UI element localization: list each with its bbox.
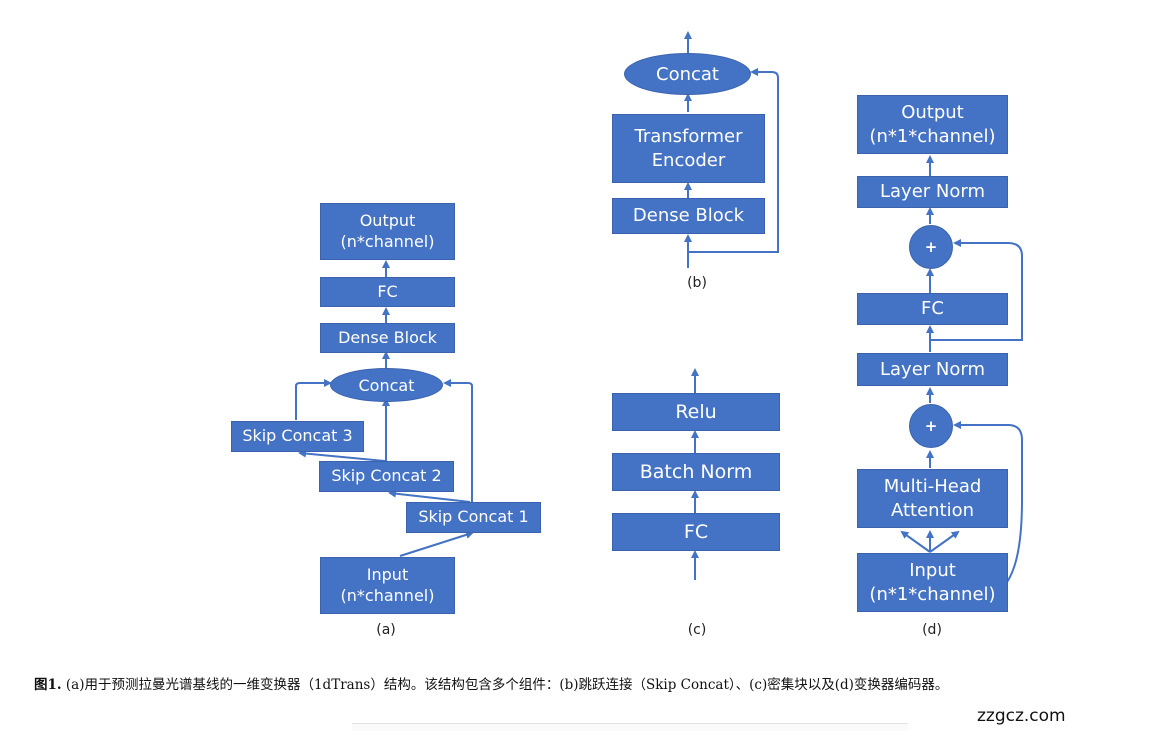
d-fc-box: FC	[857, 293, 1008, 325]
a-skip-concat-1-box: Skip Concat 1	[406, 502, 541, 533]
d-add-top-circle: +	[909, 225, 953, 269]
d-input-box: Input (n*1*channel)	[857, 553, 1008, 612]
a-concat-ellipse: Concat	[330, 368, 443, 402]
a-input-box: Input (n*channel)	[320, 557, 455, 614]
c-fc-box: FC	[612, 513, 780, 551]
figure-caption: 图1. (a)用于预测拉曼光谱基线的一维变换器（1dTrans）结构。该结构包含…	[34, 673, 1134, 693]
d-add-bottom-circle: +	[909, 404, 953, 448]
arrow-a-skip1-concat	[443, 379, 473, 502]
b-transformer-encoder-box: Transformer Encoder	[612, 114, 765, 183]
a-skip-concat-2-box: Skip Concat 2	[319, 461, 454, 492]
arrow-d-residual-1	[953, 421, 1023, 583]
arrow-b-skip	[688, 68, 779, 253]
arrow-a-input-skip1	[399, 531, 474, 557]
caption-prefix: 图1.	[34, 677, 62, 693]
arrow-a-skip2-skip3	[298, 449, 386, 462]
b-dense-block-box: Dense Block	[612, 198, 765, 234]
b-label: (b)	[687, 275, 707, 291]
arrow-a-skip1-skip2	[388, 489, 471, 503]
d-output-box: Output (n*1*channel)	[857, 95, 1008, 154]
d-layer-norm-mid-box: Layer Norm	[857, 353, 1008, 386]
d-multi-head-attention-box: Multi-Head Attention	[857, 469, 1008, 528]
c-label: (c)	[687, 622, 707, 638]
a-skip-concat-3-box: Skip Concat 3	[231, 421, 364, 452]
c-relu-box: Relu	[612, 393, 780, 431]
b-concat-ellipse: Concat	[624, 53, 751, 95]
a-label: (a)	[376, 622, 396, 638]
arrow-d-residual-2	[930, 239, 1023, 341]
bottom-strip	[352, 723, 908, 731]
d-label: (d)	[922, 622, 942, 638]
caption-text: (a)用于预测拉曼光谱基线的一维变换器（1dTrans）结构。该结构包含多个组件…	[61, 677, 949, 693]
a-fc-box: FC	[320, 277, 455, 307]
arrow-d-input-att-l	[900, 530, 931, 553]
arrow-d-input-att-r	[929, 530, 960, 553]
c-batch-norm-box: Batch Norm	[612, 453, 780, 491]
arrow-a-skip3-concat	[295, 379, 332, 420]
a-dense-block-box: Dense Block	[320, 323, 455, 353]
a-output-box: Output (n*channel)	[320, 203, 455, 260]
d-layer-norm-top-box: Layer Norm	[857, 176, 1008, 208]
watermark: zzgcz.com	[977, 706, 1066, 726]
